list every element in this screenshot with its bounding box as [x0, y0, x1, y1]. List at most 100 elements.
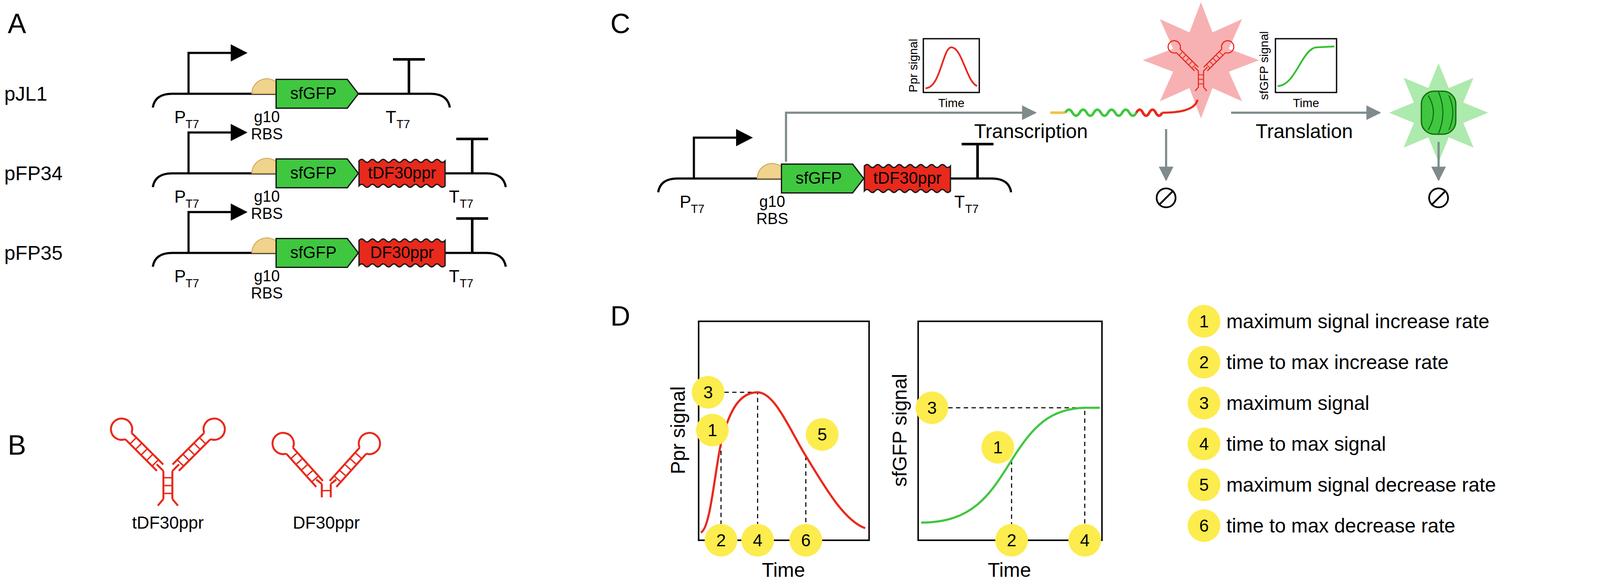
terminator-label: T [448, 266, 460, 286]
callout-number: 1 [696, 414, 729, 447]
legend-text: maximum signal [1226, 392, 1370, 415]
terminator-label: T [448, 187, 460, 207]
legend-item: 5 maximum signal decrease rate [1187, 468, 1496, 502]
legend-item: 3 maximum signal [1187, 386, 1370, 420]
panel-letter: D [610, 301, 631, 332]
legend-item: 2 time to max increase rate [1187, 346, 1449, 379]
gene-name: sfGFP [290, 164, 337, 183]
callout-text: 1 [1199, 312, 1209, 332]
gene-name: DF30ppr [370, 244, 434, 263]
legend-text: time to max increase rate [1226, 351, 1449, 374]
gene-box: sfGFP [275, 78, 359, 109]
callout-number: 3 [915, 391, 949, 425]
rbs-label: g10 RBS [756, 193, 789, 228]
process-label: Translation [1255, 120, 1353, 143]
callout-text: 6 [1199, 516, 1209, 536]
gene-name: tDF30ppr [873, 169, 942, 188]
gene-name: sfGFP [290, 244, 337, 263]
axis-label: sfGFP signal [888, 374, 911, 487]
structure-label: DF30ppr [292, 513, 360, 533]
callout-text: 3 [1199, 393, 1209, 413]
callout-text: 2 [1199, 352, 1209, 372]
promoter-label: P [174, 107, 186, 127]
terminator-label: T [954, 192, 965, 212]
callout-number: 2 [995, 524, 1028, 558]
gene-box: tDF30ppr [864, 163, 951, 194]
axis-label: Ppr signal [906, 38, 921, 93]
gene-box: DF30ppr [358, 238, 446, 269]
gene-box: sfGFP [275, 238, 359, 269]
callout-text: 2 [1006, 531, 1017, 551]
axis-label: sfGFP signal [1258, 30, 1272, 100]
gene-name: sfGFP [290, 84, 337, 103]
subscript: T7 [690, 203, 705, 217]
callout-text: 4 [1080, 531, 1090, 551]
subscript: T7 [185, 277, 200, 291]
gene-name: tDF30ppr [368, 164, 437, 183]
subscript: T7 [185, 118, 200, 132]
callout-number: 3 [691, 376, 725, 409]
callout-number: 4 [1068, 524, 1102, 558]
callout-text: 2 [716, 531, 726, 551]
gene-name: sfGFP [795, 169, 842, 188]
construct-name: pFP35 [4, 242, 63, 265]
promoter-label: P [174, 187, 186, 207]
promoter-label: P [174, 266, 186, 286]
callout-number: 1 [1187, 305, 1221, 338]
axis-label: Time [987, 559, 1032, 582]
callout-text: 6 [801, 531, 811, 551]
callout-text: 5 [817, 425, 827, 445]
callout-text: 1 [993, 438, 1003, 458]
axis-label: Time [937, 96, 965, 111]
structure-label: tDF30ppr [132, 513, 205, 533]
legend-text: maximum signal decrease rate [1226, 474, 1496, 497]
construct-name: pFP34 [4, 162, 63, 185]
callout-number: 1 [981, 431, 1015, 465]
promoter-label: P [679, 192, 692, 212]
rbs-label: g10 RBS [250, 108, 283, 143]
legend-item: 4 time to max signal [1187, 427, 1387, 461]
callout-number: 4 [1187, 427, 1221, 461]
callout-text: 4 [752, 531, 763, 551]
callout-number: 2 [1187, 346, 1221, 379]
gene-box: tDF30ppr [358, 158, 446, 189]
axis-label: Ppr signal [667, 386, 690, 475]
panel-letter: B [7, 430, 27, 461]
panel-letter: A [7, 8, 27, 39]
callout-number: 3 [1187, 386, 1221, 420]
rbs-label: g10 RBS [250, 188, 283, 223]
callout-text: 3 [703, 383, 713, 403]
callout-number: 6 [1187, 509, 1221, 543]
callout-number: 5 [1187, 468, 1221, 502]
process-label: Transcription [974, 120, 1088, 143]
axis-label: Time [761, 559, 806, 582]
terminator-label: T [385, 107, 397, 127]
callout-text: 1 [707, 420, 718, 440]
construct-name: pJL1 [4, 83, 48, 106]
gene-box: sfGFP [780, 163, 865, 194]
callout-number: 2 [704, 524, 738, 558]
legend-text: time to max decrease rate [1226, 515, 1456, 538]
panel-letter: C [610, 8, 631, 39]
subscript: T7 [396, 118, 411, 132]
callout-text: 3 [927, 398, 937, 418]
callout-number: 4 [741, 524, 774, 558]
callout-text: 4 [1199, 434, 1209, 454]
subscript: T7 [185, 198, 200, 211]
callout-text: 5 [1199, 475, 1209, 495]
legend-text: maximum signal increase rate [1226, 310, 1490, 333]
callout-number: 6 [789, 524, 823, 558]
gene-box: sfGFP [275, 158, 359, 189]
callout-number: 5 [805, 418, 839, 452]
subscript: T7 [459, 277, 474, 291]
legend-text: time to max signal [1226, 433, 1387, 456]
legend-item: 1 maximum signal increase rate [1187, 305, 1490, 338]
subscript: T7 [965, 203, 979, 217]
legend-item: 6 time to max decrease rate [1187, 509, 1456, 543]
axis-label: Time [1292, 96, 1319, 111]
subscript: T7 [459, 198, 474, 211]
rbs-label: g10 RBS [250, 267, 283, 302]
